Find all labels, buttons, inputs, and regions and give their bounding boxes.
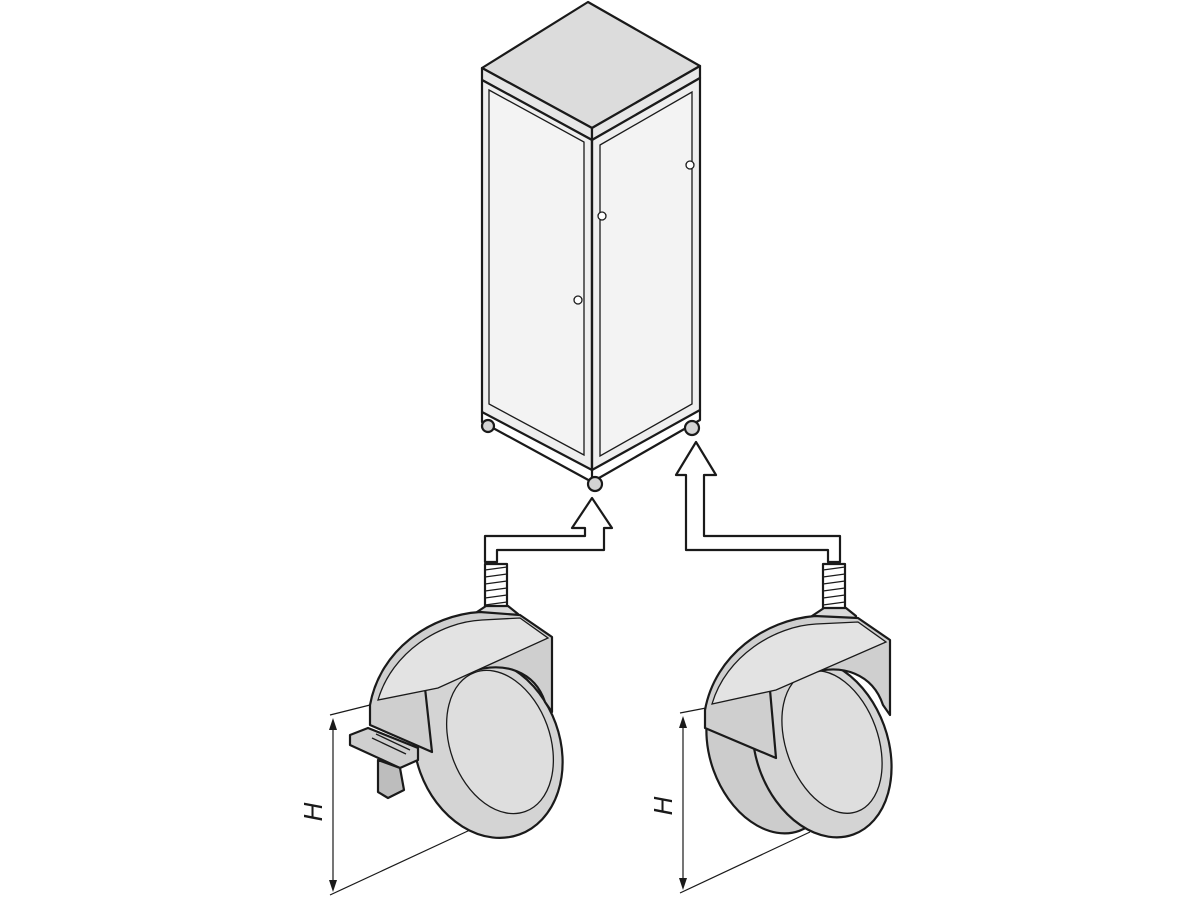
lock-icon	[597, 211, 607, 221]
lock-icon	[573, 295, 583, 305]
cabinet-caster-right	[683, 419, 701, 437]
housing-top-face-left	[377, 617, 550, 701]
dimension-label: H	[648, 796, 678, 815]
brake-lever-body	[376, 758, 406, 800]
stem-threads-left	[484, 566, 508, 606]
lock-icon	[685, 160, 695, 170]
mounting-arrows	[483, 440, 842, 564]
stem-threads-right	[822, 566, 846, 606]
cabinet-caster-front	[586, 475, 604, 493]
cabinet-left-inner-panel	[488, 88, 585, 457]
brake-pedal-grip	[371, 733, 411, 755]
brake-pedal	[348, 726, 420, 770]
dimension-label: H	[298, 802, 328, 821]
caster-without-brake: H	[648, 562, 893, 894]
caster-with-brake: H	[298, 562, 564, 896]
dimension-h-right: H	[648, 707, 811, 894]
arrow-up-left	[483, 496, 614, 564]
enclosure-cabinet	[480, 0, 702, 493]
dimension-h-left: H	[298, 704, 471, 896]
arrow-up-right	[674, 440, 842, 564]
caster-wheel-hub-left	[445, 669, 555, 815]
housing-top-face-right	[711, 621, 888, 705]
cabinet-front-inner-panel	[599, 90, 693, 458]
cabinet-caster-left	[480, 418, 496, 434]
